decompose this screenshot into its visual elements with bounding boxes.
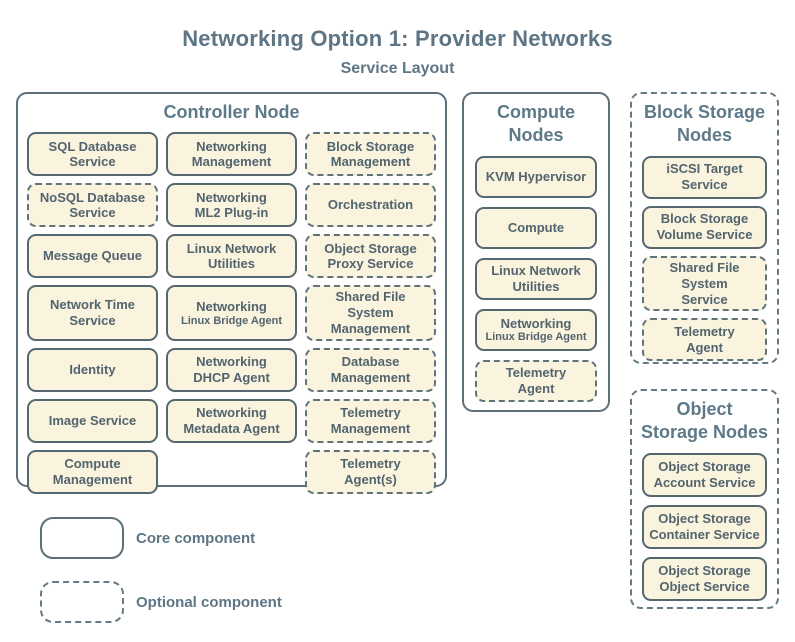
service-box: Compute Management <box>27 449 158 494</box>
service-label: Networking <box>196 298 267 314</box>
service-sublabel: Linux Bridge Agent <box>485 331 587 344</box>
service-box: Linux Network Utilities <box>166 234 297 279</box>
compute-nodes-title: Compute Nodes <box>497 102 575 146</box>
service-label: Object Storage Account Service <box>653 458 756 490</box>
legend-core-row: Core component <box>40 517 255 559</box>
service-box: Identity <box>27 347 158 392</box>
service-label: Image Service <box>48 413 137 429</box>
service-box: Networking ML2 Plug-in <box>166 183 297 228</box>
service-box: Message Queue <box>27 234 158 279</box>
service-label: Networking DHCP Agent <box>193 354 270 385</box>
service-label: Telemetry Agent(s) <box>340 456 401 487</box>
service-box: Object Storage Proxy Service <box>305 234 436 279</box>
service-label: Telemetry Agent <box>505 364 567 396</box>
object-storage-nodes-title: Object Storage Nodes <box>640 399 769 443</box>
service-box: NoSQL Database Service <box>27 183 158 228</box>
service-label: Network Time Service <box>49 297 135 329</box>
service-box: Shared File System Management <box>305 285 436 341</box>
service-box: KVM Hypervisor <box>475 155 597 198</box>
service-label: Orchestration <box>327 197 414 213</box>
service-box: SQL Database Service <box>27 132 158 177</box>
service-box: Networking Management <box>166 132 297 177</box>
service-label: Object Storage Container Service <box>649 510 760 542</box>
page-subtitle: Service Layout <box>340 60 455 77</box>
service-box: iSCSI Target Service <box>642 155 767 199</box>
service-box: Image Service <box>27 398 158 443</box>
service-label: Compute <box>507 219 565 235</box>
service-label: Networking Metadata Agent <box>183 405 280 436</box>
service-label: iSCSI Target Service <box>666 161 743 193</box>
object-storage-nodes-panel: Object Storage Nodes Object Storage Acco… <box>630 389 779 609</box>
service-box: Telemetry Management <box>305 398 436 443</box>
service-label: Message Queue <box>43 248 142 264</box>
service-label: Block Storage Management <box>326 138 415 170</box>
service-box: Object Storage Account Service <box>642 452 767 497</box>
service-box: Telemetry Agent <box>475 359 597 402</box>
block-storage-nodes-title: Block Storage Nodes <box>643 102 766 146</box>
service-label: Linux Network Utilities <box>186 240 277 272</box>
service-label: Networking Management <box>191 138 272 170</box>
service-box-empty <box>166 450 297 494</box>
service-box: Network Time Service <box>27 285 158 341</box>
service-box: Telemetry Agent(s) <box>305 449 436 494</box>
service-label: Telemetry Agent <box>674 324 735 355</box>
service-sublabel: Linux Bridge Agent <box>180 314 283 327</box>
service-box: Linux Network Utilities <box>475 257 597 300</box>
service-label: SQL Database Service <box>48 138 137 170</box>
service-box: Object Storage Container Service <box>642 504 767 549</box>
service-label: NoSQL Database Service <box>39 189 146 221</box>
service-box: Object Storage Object Service <box>642 556 767 601</box>
service-label: Networking ML2 Plug-in <box>194 189 269 221</box>
service-label: Networking <box>500 315 572 331</box>
block-storage-nodes-panel: Block Storage Nodes iSCSI Target Service… <box>630 92 779 364</box>
service-label: Shared File System Management <box>330 289 411 337</box>
controller-node-title: Controller Node <box>163 102 300 122</box>
service-box: Networking Metadata Agent <box>166 398 297 443</box>
service-label: Block Storage Volume Service <box>656 211 753 243</box>
service-box: Compute <box>475 206 597 249</box>
service-label: Database Management <box>330 354 411 385</box>
service-box: Block Storage Management <box>305 132 436 177</box>
service-label: Telemetry Management <box>330 405 411 436</box>
legend-core-label: Core component <box>136 529 256 547</box>
service-label: Object Storage Object Service <box>658 562 751 594</box>
service-label: Object Storage Proxy Service <box>324 240 417 272</box>
service-label: Shared File System Service <box>669 259 740 307</box>
service-box: Orchestration <box>305 183 436 228</box>
legend-optional-row: Optional component <box>40 581 282 623</box>
service-label: Compute Management <box>52 456 133 487</box>
service-box: Database Management <box>305 347 436 392</box>
service-label: Identity <box>69 362 116 378</box>
service-box: Telemetry Agent <box>642 318 767 362</box>
service-box: Shared File System Service <box>642 255 767 312</box>
service-label: Linux Network Utilities <box>491 262 581 294</box>
controller-services: SQL Database Service Networking Managemen… <box>18 124 445 502</box>
legend-optional-swatch <box>40 581 124 623</box>
legend-optional-label: Optional component <box>136 593 282 611</box>
service-box: Block Storage Volume Service <box>642 205 767 249</box>
service-label: KVM Hypervisor <box>485 168 587 184</box>
page-title: Networking Option 1: Provider Networks <box>182 26 613 51</box>
service-box: Networking DHCP Agent <box>166 347 297 392</box>
legend-core-swatch <box>40 517 124 559</box>
